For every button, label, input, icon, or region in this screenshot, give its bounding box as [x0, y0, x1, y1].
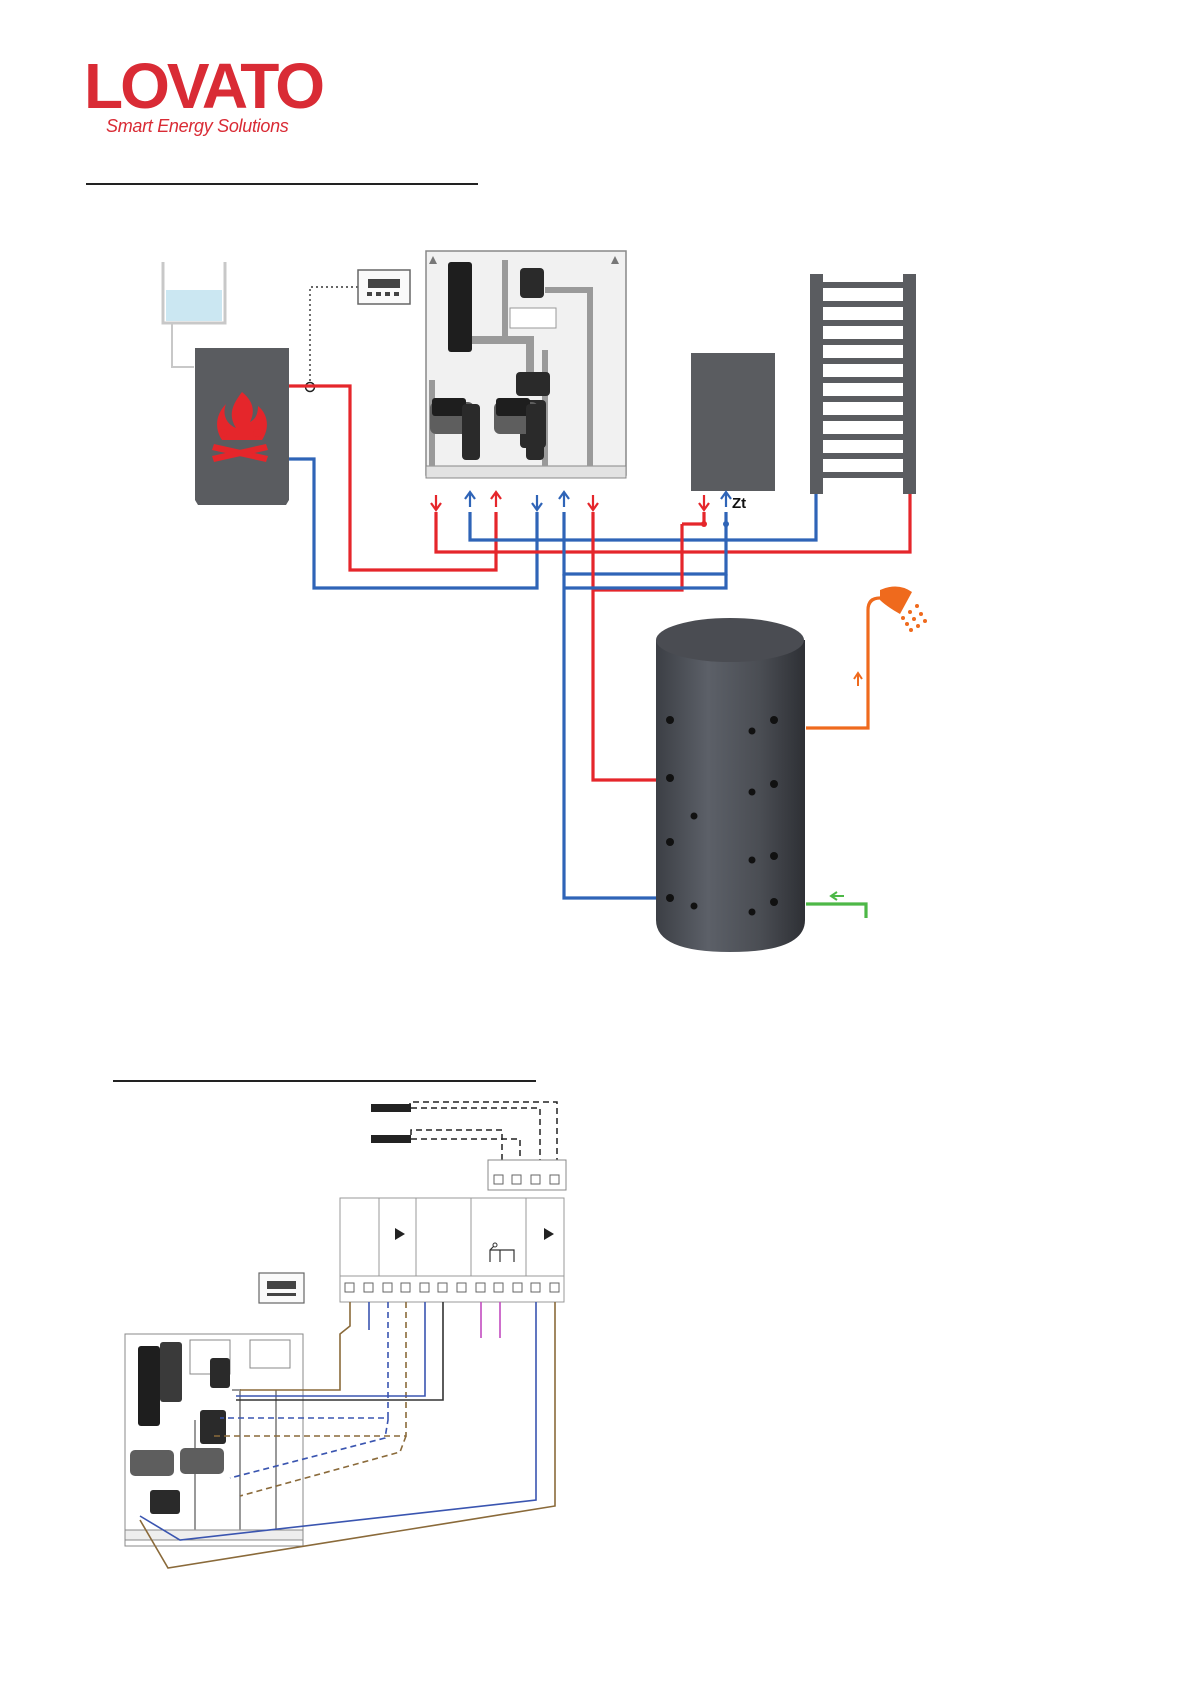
cold-water-arrow — [831, 892, 844, 900]
cable-brown — [240, 1302, 350, 1390]
tank-coil-flow-pipe — [593, 525, 666, 780]
cable-brown — [140, 1302, 555, 1568]
towel-radiator — [810, 274, 916, 494]
cable-black — [236, 1302, 443, 1400]
zone-thermostat-label: Zt — [732, 495, 746, 512]
temperature-probe — [371, 1102, 557, 1160]
radiator-flow-pipe — [436, 494, 910, 552]
pump-icon — [395, 1228, 405, 1240]
tank-coil-flow-cross — [593, 524, 682, 590]
cable-blue-dashed — [230, 1418, 388, 1478]
cold-water-inlet-pipe — [806, 904, 866, 918]
radiator-return-pipe — [470, 494, 816, 540]
controller-terminal-block — [340, 1198, 564, 1302]
controller-icon — [259, 1273, 304, 1303]
cable-blue-dashed — [220, 1302, 388, 1418]
pump-icon — [544, 1228, 554, 1240]
hydraulic-diagram: Zt — [0, 0, 1192, 1000]
tank-coil-return-pipe — [564, 574, 666, 898]
section-divider-wiring — [113, 1080, 536, 1082]
zone-flow-pipe — [593, 512, 704, 525]
dhw-storage-tank — [656, 618, 805, 952]
temperature-probe — [371, 1130, 520, 1160]
dhw-flow-arrow — [854, 673, 862, 686]
tank-coil-return-cross — [564, 574, 726, 588]
connection-arrows — [431, 492, 731, 510]
cables — [140, 1302, 555, 1568]
zone-return-pipe — [564, 512, 726, 574]
shower-icon — [880, 586, 927, 632]
dhw-outlet-pipe — [806, 598, 888, 728]
hydraulic-module-wiring-view — [125, 1334, 303, 1546]
probe-terminal-block — [488, 1160, 566, 1190]
cable-brown-dashed — [240, 1436, 406, 1496]
controller-icon — [358, 270, 410, 304]
indirect-cylinder — [691, 353, 775, 491]
hydraulic-module — [426, 251, 626, 478]
cable-blue — [236, 1302, 425, 1396]
boiler — [195, 348, 289, 505]
sensor-signal-line — [310, 287, 358, 386]
cable-brown-dashed — [210, 1302, 406, 1436]
cable-blue — [140, 1302, 536, 1540]
